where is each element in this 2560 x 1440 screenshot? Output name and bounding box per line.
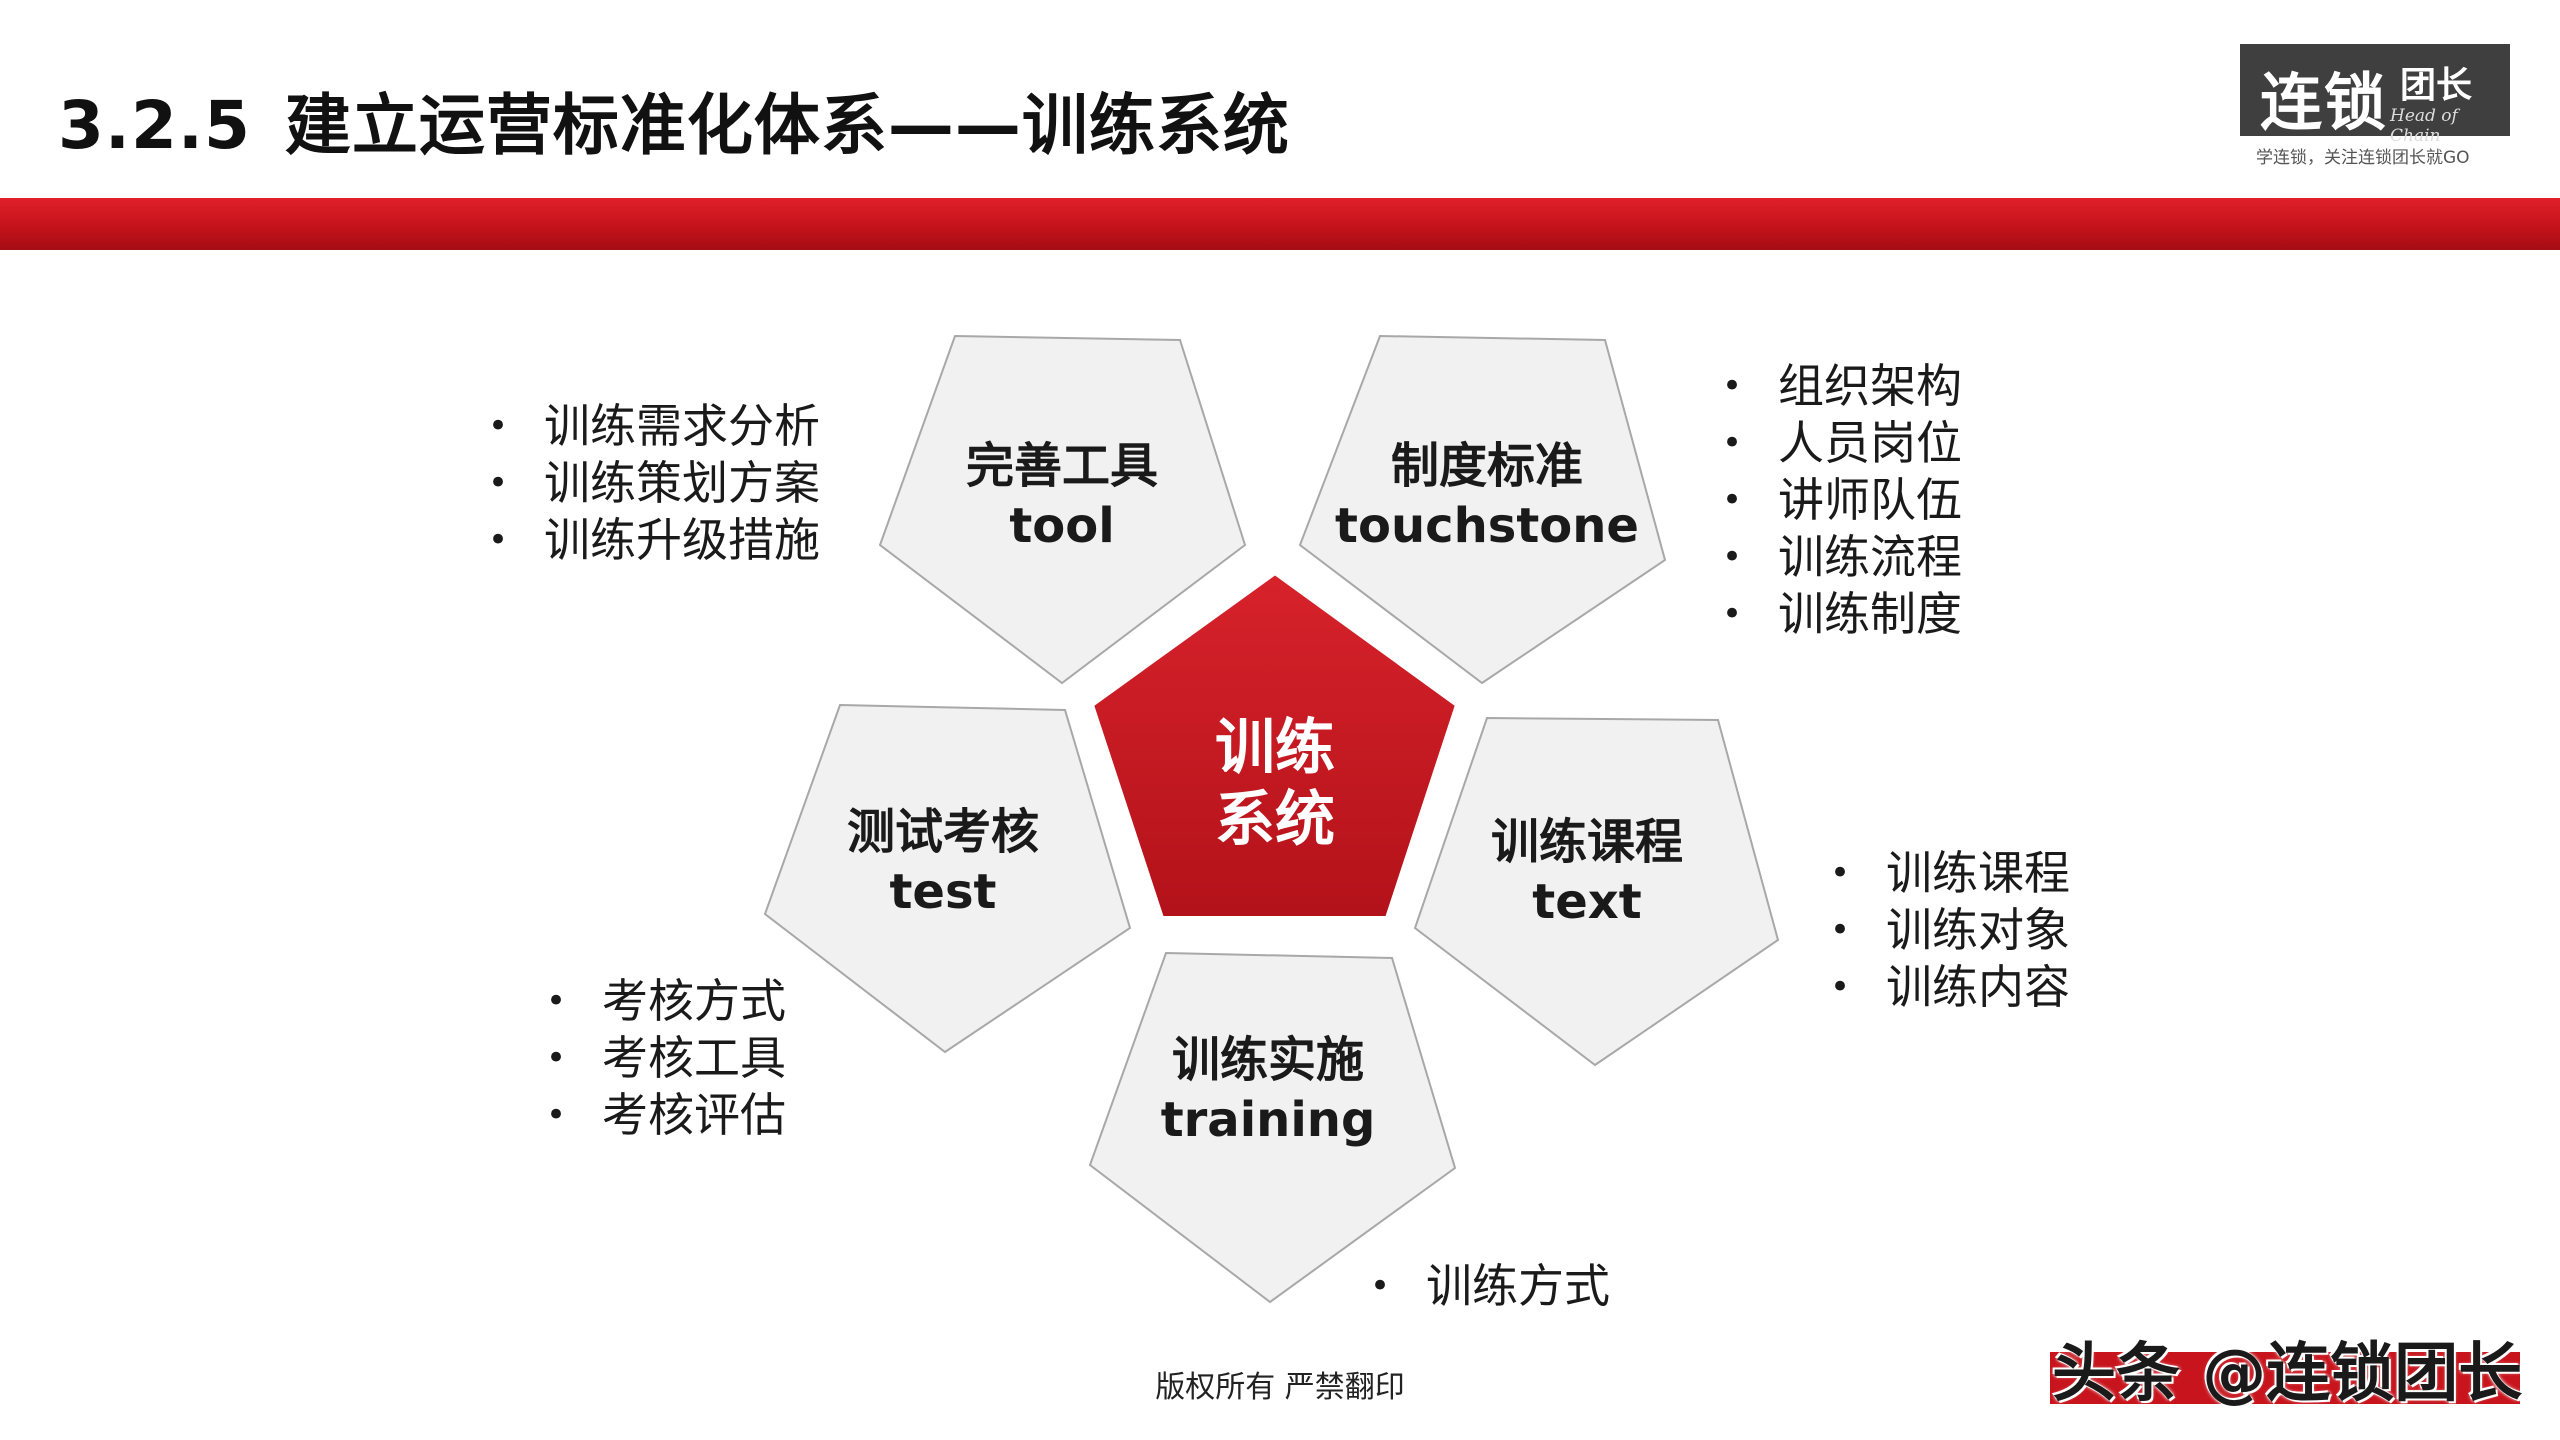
footer-red-bar <box>2050 1352 2520 1404</box>
list-item: 讲师队伍 <box>1722 472 1962 529</box>
title-text: 建立运营标准化体系——训练系统 <box>284 87 1290 164</box>
list-item: 组织架构 <box>1722 358 1962 415</box>
center-label-line2: 系统 <box>1215 785 1335 855</box>
list-test: 考核方式 考核工具 考核评估 <box>546 973 786 1144</box>
logo-tagline: 学连锁，关注连锁团长就GO <box>2256 148 2470 168</box>
list-item: 训练内容 <box>1830 959 2070 1016</box>
section-number: 3.2.5 <box>58 87 251 164</box>
node-training-label: 训练实施 training <box>1118 1030 1418 1150</box>
list-touchstone: 组织架构 人员岗位 讲师队伍 训练流程 训练制度 <box>1722 358 1962 643</box>
pentagon-touchstone <box>1298 334 1667 685</box>
list-item: 考核评估 <box>546 1087 786 1144</box>
center-label: 训练 系统 <box>1175 712 1375 856</box>
pentagon-training <box>1088 951 1457 1304</box>
list-training: 训练方式 <box>1370 1258 1610 1315</box>
pentagon-text <box>1413 716 1780 1067</box>
node-tool-en: tool <box>1009 498 1115 554</box>
node-tool-cn: 完善工具 <box>965 438 1158 494</box>
list-item: 训练课程 <box>1830 845 2070 902</box>
node-touchstone-cn: 制度标准 <box>1390 438 1583 494</box>
list-item: 人员岗位 <box>1722 415 1962 472</box>
pentagon-test <box>763 703 1132 1054</box>
node-training-cn: 训练实施 <box>1171 1032 1364 1088</box>
list-item: 训练升级措施 <box>488 512 820 569</box>
pentagon-tool <box>878 334 1247 685</box>
list-item: 训练策划方案 <box>488 455 820 512</box>
source-watermark: 头条 @连锁团长 <box>2052 1337 2523 1411</box>
header-red-band <box>0 198 2560 250</box>
node-test-cn: 测试考核 <box>846 804 1039 860</box>
node-test-en: test <box>889 864 997 920</box>
list-text: 训练课程 训练对象 训练内容 <box>1830 845 2070 1016</box>
node-test-label: 测试考核 test <box>793 802 1093 922</box>
list-tool: 训练需求分析 训练策划方案 训练升级措施 <box>488 398 820 569</box>
node-touchstone-label: 制度标准 touchstone <box>1322 436 1652 556</box>
list-item: 考核方式 <box>546 973 786 1030</box>
node-touchstone-en: touchstone <box>1335 498 1639 554</box>
list-item: 训练对象 <box>1830 902 2070 959</box>
list-item: 考核工具 <box>546 1030 786 1087</box>
center-label-line1: 训练 <box>1215 713 1335 783</box>
node-text-label: 训练课程 text <box>1437 812 1737 932</box>
logo-text-en: Head of Chain <box>2390 106 2458 146</box>
logo-text-big: 连锁 <box>2260 66 2389 139</box>
brand-logo: 连锁 团长 Head of Chain <box>2240 44 2510 146</box>
list-item: 训练制度 <box>1722 586 1962 643</box>
node-training-en: training <box>1160 1092 1376 1148</box>
pentagon-center <box>1089 570 1460 920</box>
copyright-notice: 版权所有 严禁翻印 <box>1155 1370 1405 1405</box>
list-item: 训练需求分析 <box>488 398 820 455</box>
logo-text-small: 团长 <box>2400 65 2473 106</box>
slide-title: 3.2.5 建立运营标准化体系——训练系统 <box>58 72 1290 168</box>
node-text-cn: 训练课程 <box>1490 814 1683 870</box>
node-tool-label: 完善工具 tool <box>912 436 1212 556</box>
node-text-en: text <box>1532 874 1642 930</box>
list-item: 训练方式 <box>1370 1258 1610 1315</box>
list-item: 训练流程 <box>1722 529 1962 586</box>
